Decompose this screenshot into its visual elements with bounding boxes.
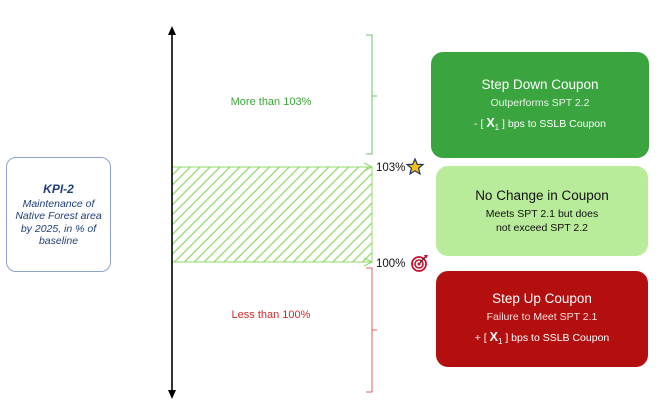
step-down-coupon-box: Step Down Coupon Outperforms SPT 2.2 - [… — [431, 52, 649, 158]
upper-range-label: More than 103% — [230, 96, 312, 108]
no-change-line2: not exceed SPT 2.2 — [495, 221, 589, 234]
lower-range-label: Less than 100% — [231, 309, 311, 321]
step-down-title: Step Down Coupon — [481, 77, 599, 93]
lower-range-bracket — [366, 267, 377, 393]
step-up-line1: Failure to Meet SPT 2.1 — [486, 311, 598, 324]
step-down-sub: 1 — [494, 123, 500, 133]
axis-arrow-down — [168, 390, 176, 399]
step-down-amount: - [ X1 ] bps to SSLB Coupon — [474, 116, 606, 132]
step-down-var: X — [486, 116, 495, 131]
step-up-suffix: ] bps to SSLB Coupon — [505, 332, 610, 345]
no-change-line1: Meets SPT 2.1 but does — [485, 207, 599, 220]
step-down-sign: - [ — [474, 118, 484, 131]
step-up-title: Step Up Coupon — [492, 291, 592, 307]
step-up-var: X — [489, 330, 498, 345]
step-down-line1: Outperforms SPT 2.2 — [490, 97, 590, 110]
target-range-band — [171, 166, 373, 263]
threshold-103-label: 103% — [376, 162, 406, 174]
step-down-suffix: ] bps to SSLB Coupon — [502, 118, 606, 131]
target-icon — [411, 255, 428, 272]
step-up-amount: + [ X1 ] bps to SSLB Coupon — [475, 330, 610, 346]
step-up-coupon-box: Step Up Coupon Failure to Meet SPT 2.1 +… — [436, 271, 648, 367]
no-change-title: No Change in Coupon — [475, 187, 609, 203]
step-up-sign: + [ — [474, 332, 487, 345]
kpi-box: KPI-2 Maintenance of Native Forest area … — [6, 157, 111, 272]
step-up-sub: 1 — [497, 337, 503, 347]
band-top-arrowhead — [363, 162, 374, 172]
kpi-title: KPI-2 — [43, 181, 74, 196]
upper-range-bracket — [366, 34, 377, 155]
no-change-coupon-box: No Change in Coupon Meets SPT 2.1 but do… — [436, 166, 648, 256]
axis-arrow-up — [168, 26, 176, 35]
band-bottom-arrowhead — [363, 257, 374, 267]
kpi-description: Maintenance of Native Forest area by 202… — [15, 197, 102, 248]
threshold-100-label: 100% — [376, 258, 406, 270]
star-icon — [405, 157, 425, 176]
